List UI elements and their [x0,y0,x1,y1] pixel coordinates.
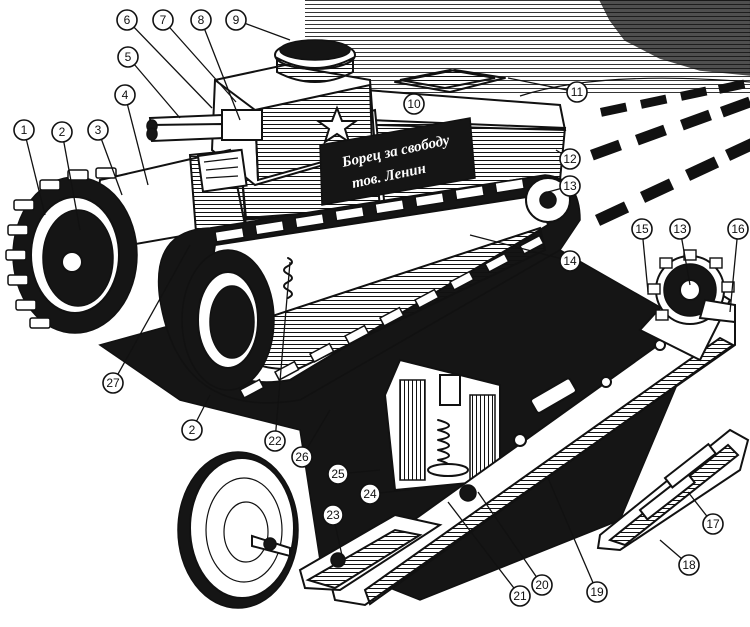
svg-text:7: 7 [160,13,167,27]
callout-leader-3 [97,129,123,196]
callout-leader-5 [127,56,181,119]
svg-text:2: 2 [59,125,66,139]
svg-text:11: 11 [571,85,584,99]
callout-24: 24 [359,483,381,505]
svg-text:3: 3 [95,123,102,137]
callout-leader-20 [477,491,543,586]
svg-text:27: 27 [106,376,120,390]
svg-text:10: 10 [407,97,421,111]
main-track [157,174,581,404]
callout-leader-11 [507,77,578,93]
callout-4: 4 [114,84,136,106]
svg-text:5: 5 [125,50,132,64]
svg-text:2: 2 [189,423,196,437]
callout-2: 2 [181,419,203,441]
svg-text:26: 26 [295,450,309,464]
exploded-road-wheel [177,451,299,609]
callout-15: 15 [631,218,653,240]
callout-leader-22 [274,261,291,442]
callout-20: 20 [531,574,553,596]
callout-leader-27 [112,244,191,384]
callout-10: 10 [403,93,425,115]
callout-18: 18 [678,554,700,576]
exploded-bogie-beam [298,313,736,607]
callout-leader-16 [729,228,739,313]
svg-text:1: 1 [21,123,28,137]
callout-19: 19 [586,581,608,603]
callout-leader-4 [124,94,149,186]
tank-body: Борец за свободу тов. Ленин [93,39,567,247]
svg-text:13: 13 [673,222,687,236]
svg-text:4: 4 [122,88,129,102]
svg-text:19: 19 [590,585,604,599]
svg-text:14: 14 [563,254,577,268]
callout-9: 9 [225,9,247,31]
background-sky [305,0,750,97]
svg-text:25: 25 [331,467,345,481]
exploded-track-link [596,428,750,552]
exploded-suspension-frame [383,358,501,492]
callout-leader-7 [162,19,237,103]
callout-leader-19 [547,477,598,593]
callout-23: 23 [322,504,344,526]
svg-text:6: 6 [124,13,131,27]
callout-22: 22 [264,430,286,452]
callout-27: 27 [102,372,124,394]
callout-12: 12 [559,148,581,170]
svg-text:8: 8 [198,13,205,27]
svg-text:21: 21 [513,589,527,603]
callout-leader-2 [61,131,81,231]
callout-leader-21 [447,501,521,597]
callout-5: 5 [117,46,139,68]
svg-text:22: 22 [268,434,282,448]
callout-2: 2 [51,121,73,143]
front-track [5,167,138,334]
callout-8: 8 [190,9,212,31]
callout-21: 21 [509,585,531,607]
callout-3: 3 [87,119,109,141]
callout-leader-8 [200,19,241,121]
ground-track-marks [590,79,750,226]
callout-leader-1 [23,129,46,216]
callout-leader-6 [126,19,213,109]
svg-text:12: 12 [563,152,577,166]
svg-text:16: 16 [731,222,745,236]
callout-leader-14 [469,234,571,262]
callout-7: 7 [152,9,174,31]
svg-text:23: 23 [326,508,340,522]
callout-25: 25 [327,463,349,485]
callout-26: 26 [291,446,313,468]
callout-14: 14 [559,250,581,272]
svg-text:9: 9 [233,13,240,27]
callout-6: 6 [116,9,138,31]
callout-11: 11 [566,81,588,103]
callout-13: 13 [669,218,691,240]
svg-text:20: 20 [535,578,549,592]
callout-16: 16 [727,218,749,240]
svg-text:24: 24 [363,487,377,501]
svg-text:15: 15 [635,222,649,236]
svg-text:18: 18 [682,558,696,572]
callout-17: 17 [702,513,724,535]
callout-13: 13 [559,175,581,197]
callout-1: 1 [13,119,35,141]
svg-text:17: 17 [706,517,720,531]
svg-text:13: 13 [563,179,577,193]
